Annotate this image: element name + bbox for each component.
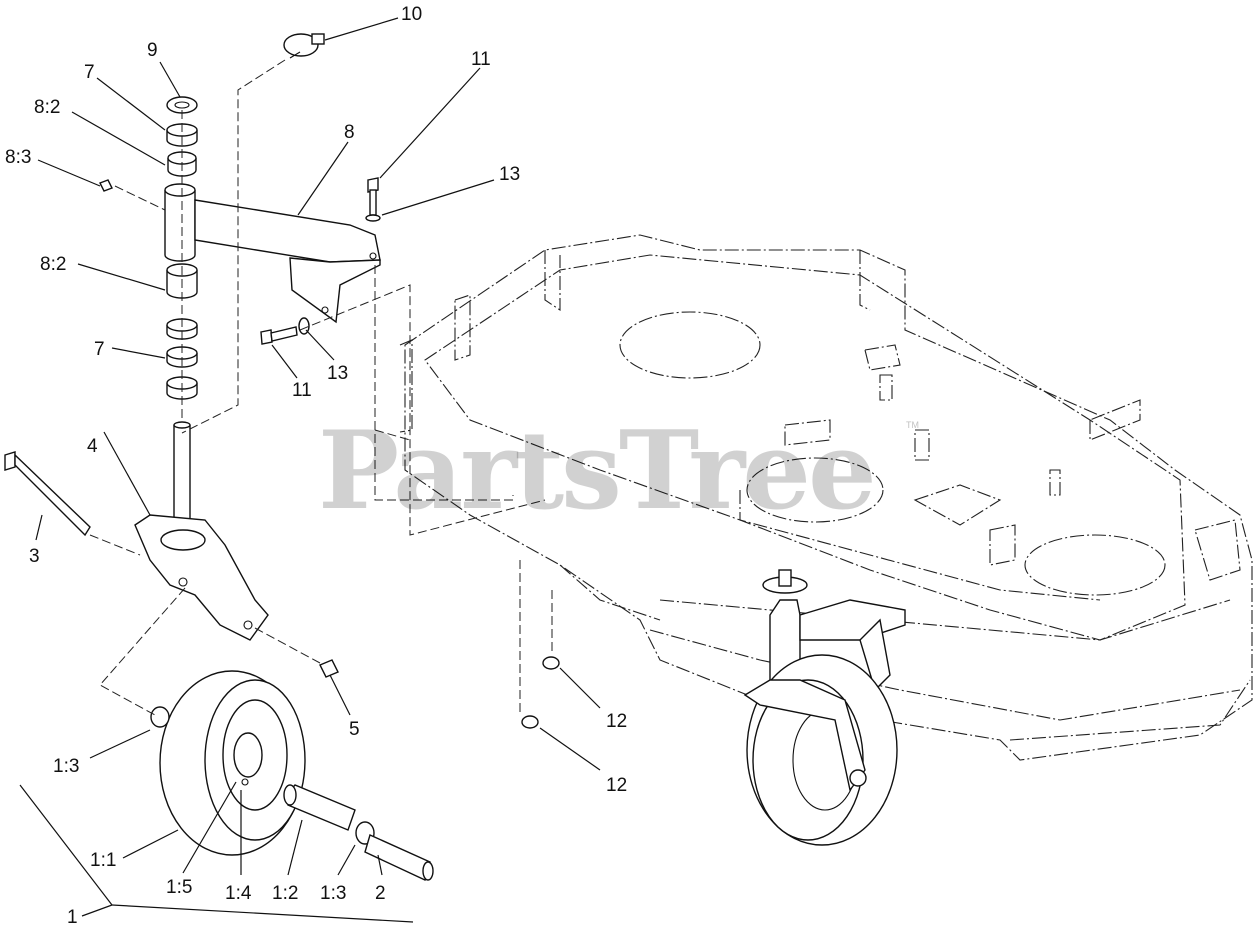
callout-1-3-left: 1:3: [53, 756, 79, 777]
callout-8-3: 8:3: [5, 147, 31, 168]
callout-1-1: 1:1: [90, 850, 116, 871]
callout-3: 3: [29, 546, 40, 567]
callout-5: 5: [349, 719, 360, 740]
watermark-text: PartsTree: [318, 408, 874, 534]
callout-13-upper: 13: [499, 164, 520, 185]
callout-labels: 10 9 7 8:2 8:3 8 11 13 8:2 7 11 13 4 3 5…: [5, 4, 627, 928]
assembly-lines: [89, 59, 553, 716]
callout-1-3-right: 1:3: [320, 883, 346, 904]
callout-8: 8: [344, 122, 355, 143]
callout-1-2: 1:2: [272, 883, 298, 904]
callout-10: 10: [401, 4, 422, 25]
installed-caster-assembly: [743, 569, 906, 846]
callout-12-upper: 12: [606, 711, 627, 732]
callout-7-upper: 7: [84, 62, 95, 83]
callout-12-lower: 12: [606, 775, 627, 796]
mower-deck-outline: [399, 234, 1253, 761]
callout-11-lower: 11: [292, 380, 312, 401]
callout-11-upper: 11: [471, 49, 491, 70]
callout-13-lower: 13: [327, 363, 348, 384]
callout-1-4: 1:4: [225, 883, 252, 904]
callout-2: 2: [375, 883, 386, 904]
leader-lines: [19, 17, 601, 923]
callout-9: 9: [147, 40, 158, 61]
callout-1: 1: [67, 907, 78, 928]
exploded-parts: [4, 33, 560, 881]
callout-4: 4: [87, 436, 98, 457]
callout-1-5: 1:5: [166, 877, 192, 898]
callout-8-2-lower: 8:2: [40, 254, 66, 275]
watermark-trademark: TM: [906, 420, 919, 430]
callout-8-2-upper: 8:2: [34, 97, 60, 118]
callout-7-lower: 7: [94, 339, 105, 360]
